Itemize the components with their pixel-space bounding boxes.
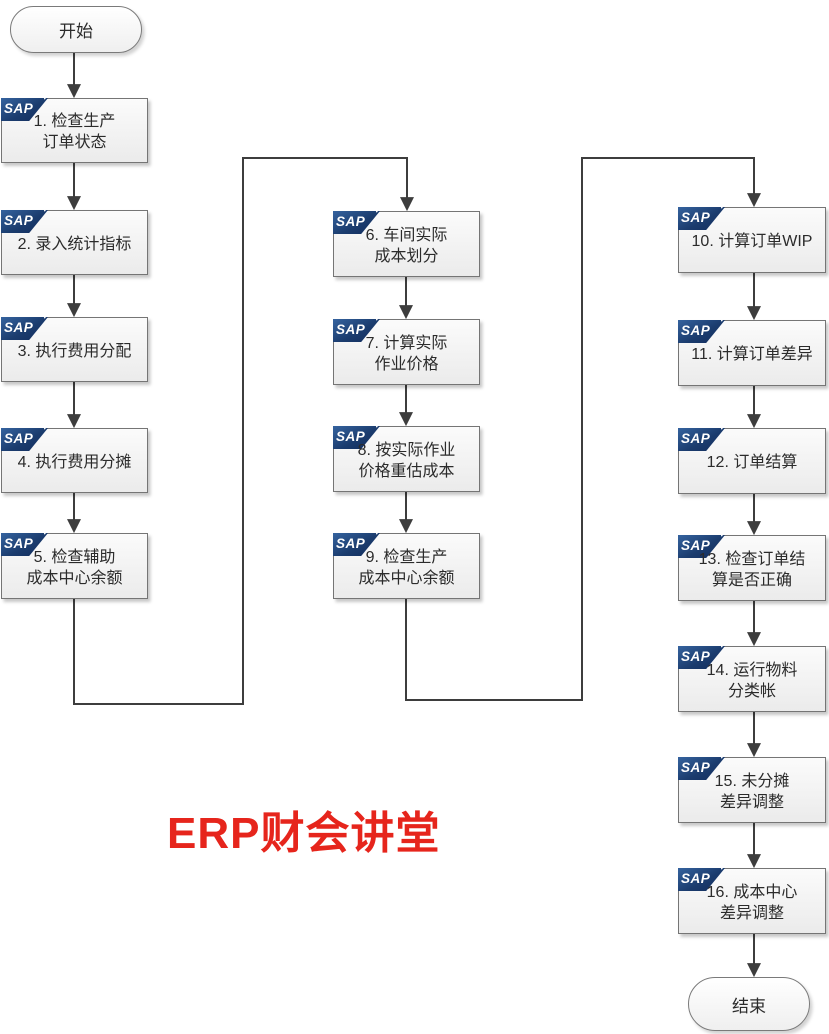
step-label: 2. 录入统计指标 (17, 235, 132, 253)
step-label: 7. 计算实际 作业价格 (365, 334, 448, 373)
flow-step-14: SAP 14. 运行物料 分类帐 (678, 646, 826, 712)
step-label: 11. 计算订单差异 (691, 346, 813, 363)
sap-logo-icon: SAP (1, 533, 48, 556)
step-label: 14. 运行物料 分类帐 (706, 661, 798, 700)
start-node: 开始 (10, 6, 142, 53)
step-label: 9. 检查生产 成本中心余额 (358, 548, 455, 587)
end-node: 结束 (688, 977, 810, 1031)
step-label: 12. 订单结算 (706, 454, 798, 471)
step-label: 5. 检查辅助 成本中心余额 (26, 548, 123, 587)
start-node-label: 开始 (59, 22, 93, 41)
step-label: 10. 计算订单WIP (691, 233, 813, 250)
flow-step-11: SAP 11. 计算订单差异 (678, 320, 826, 386)
step-label: 13. 检查订单结 算是否正确 (698, 550, 806, 589)
step-label: 4. 执行费用分摊 (17, 453, 132, 471)
flow-step-3: SAP 3. 执行费用分配 (1, 317, 148, 382)
flow-step-7: SAP 7. 计算实际 作业价格 (333, 319, 480, 385)
flow-step-10: SAP 10. 计算订单WIP (678, 207, 826, 273)
page-title: ERP财会讲堂 (167, 809, 441, 858)
step-label: 3. 执行费用分配 (17, 342, 132, 360)
flow-step-8: SAP 8. 按实际作业 价格重估成本 (333, 426, 480, 492)
flow-step-1: SAP 1. 检查生产 订单状态 (1, 98, 148, 163)
flow-step-15: SAP 15. 未分摊 差异调整 (678, 757, 826, 823)
flow-step-12: SAP 12. 订单结算 (678, 428, 826, 494)
flow-step-6: SAP 6. 车间实际 成本划分 (333, 211, 480, 277)
flow-step-9: SAP 9. 检查生产 成本中心余额 (333, 533, 480, 599)
flow-step-16: SAP 16. 成本中心 差异调整 (678, 868, 826, 934)
step-label: 6. 车间实际 成本划分 (365, 226, 448, 265)
step-label: 16. 成本中心 差异调整 (706, 883, 798, 922)
flow-step-5: SAP 5. 检查辅助 成本中心余额 (1, 533, 148, 599)
flow-step-4: SAP 4. 执行费用分摊 (1, 428, 148, 493)
end-node-label: 结束 (732, 996, 766, 1016)
step-label: 15. 未分摊 差异调整 (714, 772, 790, 811)
flow-step-2: SAP 2. 录入统计指标 (1, 210, 148, 275)
step-label: 1. 检查生产 订单状态 (33, 113, 116, 151)
step-label: 8. 按实际作业 价格重估成本 (357, 441, 456, 480)
flow-step-13: SAP 13. 检查订单结 算是否正确 (678, 535, 826, 601)
